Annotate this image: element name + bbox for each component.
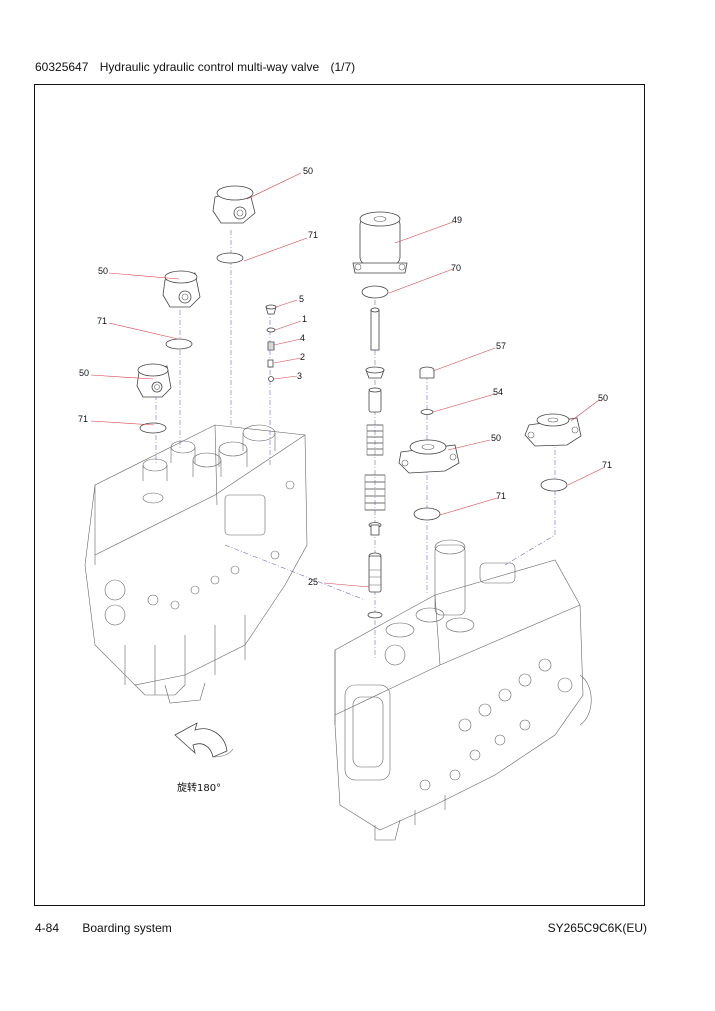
cover-cap-part-50-right-center (398, 439, 460, 474)
callout-71: 71 (308, 230, 318, 240)
callout-50: 50 (303, 166, 313, 176)
callout-50: 50 (79, 368, 89, 378)
page-footer-left: 4-84 Boarding system (35, 921, 172, 935)
solenoid-part-49 (352, 211, 408, 274)
callout-25: 25 (308, 577, 318, 587)
cover-cap-part-50-top (212, 185, 256, 224)
section-name: Boarding system (82, 921, 172, 935)
callout-71: 71 (78, 414, 88, 424)
callout-71: 71 (602, 460, 612, 470)
plug-part-57 (419, 366, 435, 379)
seal-ring-part-54 (420, 409, 434, 415)
rotation-arrow-icon (174, 722, 234, 758)
o-ring-part-71-right-center (413, 507, 441, 521)
o-ring-part-71-middle (165, 338, 193, 350)
diagram-frame: 50 71 50 71 50 71 5 1 4 2 3 49 70 57 54 … (34, 84, 645, 906)
callout-71: 71 (97, 316, 107, 326)
callout-70: 70 (451, 263, 461, 273)
callout-50: 50 (598, 393, 608, 403)
cover-cap-part-50-middle (162, 270, 201, 308)
assembly-axes (155, 230, 556, 660)
callout-1: 1 (302, 314, 307, 324)
o-ring-part-71-top (216, 252, 244, 264)
model-number: SY265C9C6K(EU) (547, 921, 647, 935)
callout-71: 71 (496, 491, 506, 501)
callout-54: 54 (493, 387, 503, 397)
callout-3: 3 (297, 371, 302, 381)
callout-numbers: 50 71 50 71 50 71 5 1 4 2 3 49 70 57 54 … (78, 166, 612, 587)
callout-4: 4 (300, 333, 305, 343)
part-number: 60325647 (35, 60, 89, 74)
o-ring-part-70 (361, 285, 389, 299)
spool-assembly (364, 307, 386, 619)
page-fraction: (1/7) (330, 60, 356, 74)
exploded-view-diagram: 50 71 50 71 50 71 5 1 4 2 3 49 70 57 54 … (78, 166, 612, 841)
left-valve-block (84, 424, 308, 704)
page-header: 60325647 Hydraulic ydraulic control mult… (35, 60, 363, 74)
callout-57: 57 (496, 341, 506, 351)
callout-2: 2 (300, 352, 305, 362)
callout-49: 49 (452, 215, 462, 225)
cover-cap-part-50-far-right (524, 413, 582, 447)
right-valve-block (334, 539, 592, 841)
small-parts-stack (265, 304, 277, 382)
rotation-note: 旋转180° (177, 781, 221, 794)
callout-50: 50 (98, 266, 108, 276)
callout-5: 5 (299, 294, 304, 304)
o-ring-part-71-far-right (540, 478, 568, 492)
o-ring-part-71-lower (139, 422, 167, 434)
cover-cap-part-50-lower (136, 363, 172, 398)
page-title: Hydraulic ydraulic control multi-way val… (99, 60, 320, 74)
page-number: 4-84 (35, 921, 60, 935)
leader-lines (90, 172, 604, 588)
callout-50: 50 (491, 433, 501, 443)
